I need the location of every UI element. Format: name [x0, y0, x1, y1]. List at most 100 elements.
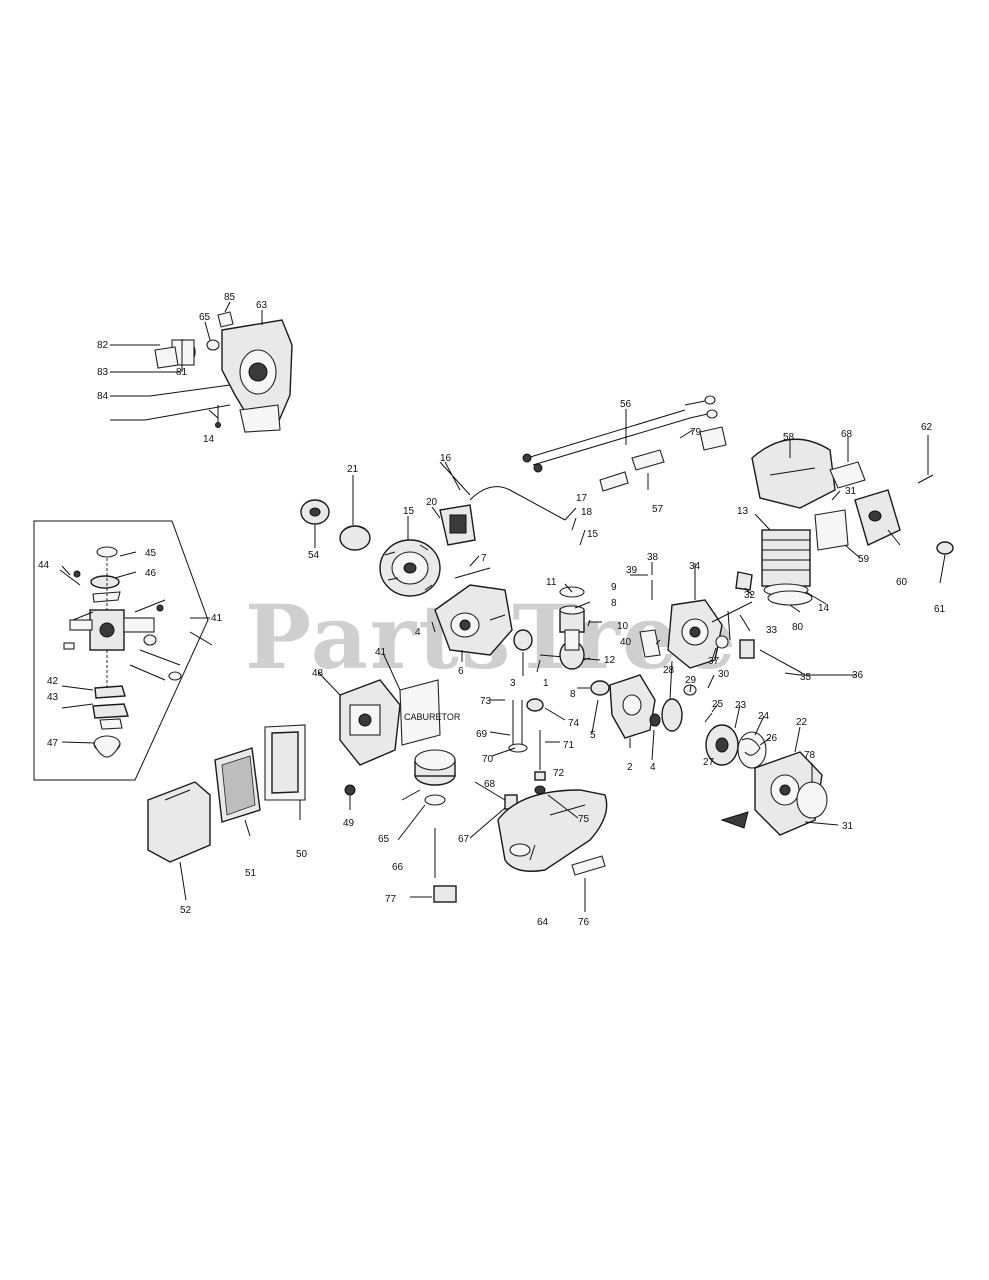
callout-16: 16 — [440, 453, 452, 464]
air-filter-cover — [147, 781, 211, 863]
callout-29: 29 — [685, 675, 697, 686]
callout-8-bottom: 8 — [570, 689, 576, 700]
callout-31-top: 31 — [845, 486, 857, 497]
callout-71: 71 — [563, 740, 575, 751]
crankshaft — [539, 629, 601, 670]
callout-83: 83 — [97, 367, 109, 378]
carburetor-callout: CABURETOR — [399, 679, 461, 746]
grip-sleeves — [599, 449, 665, 492]
fuel-tank — [497, 789, 608, 872]
callout-76: 76 — [578, 917, 590, 928]
callout-2: 2 — [627, 762, 633, 773]
callout-33: 33 — [766, 625, 778, 636]
callout-37: 37 — [708, 656, 720, 667]
fuel-cap — [414, 749, 456, 806]
grommet-part — [433, 885, 457, 903]
shield-part — [829, 461, 866, 489]
fuel-lines — [508, 698, 546, 795]
callout-57: 57 — [652, 504, 664, 515]
bracket-part — [739, 639, 755, 659]
callout-41-mid: 41 — [375, 647, 387, 658]
callout-44: 44 — [38, 560, 50, 571]
callout-67: 67 — [458, 834, 470, 845]
callout-62: 62 — [921, 422, 933, 433]
callout-45: 45 — [145, 548, 157, 559]
callout-31-bottom: 31 — [842, 821, 854, 832]
callout-65: 65 — [199, 312, 211, 323]
callout-28: 28 — [663, 665, 675, 676]
callout-26: 26 — [766, 733, 778, 744]
callout-22: 22 — [796, 717, 808, 728]
decal-part — [699, 426, 727, 451]
crankcase-half — [434, 567, 513, 656]
callout-9: 9 — [611, 582, 617, 593]
callout-77: 77 — [385, 894, 397, 905]
callout-63: 63 — [256, 300, 268, 311]
callout-32: 32 — [744, 590, 756, 601]
callout-4-left: 4 — [415, 627, 421, 638]
callout-75: 75 — [578, 814, 590, 825]
callout-30: 30 — [718, 669, 730, 680]
callout-72: 72 — [553, 768, 565, 779]
callout-73: 73 — [480, 696, 492, 707]
bearing-housing — [590, 674, 661, 739]
callout-59: 59 — [858, 554, 870, 565]
callout-70: 70 — [482, 754, 494, 765]
callout-41-left: 41 — [211, 613, 223, 624]
callout-39: 39 — [626, 565, 638, 576]
callout-40: 40 — [620, 637, 632, 648]
callout-20: 20 — [426, 497, 438, 508]
spark-arrestor — [936, 541, 954, 555]
callout-14-left: 14 — [203, 434, 215, 445]
callout-24: 24 — [758, 711, 770, 722]
callout-1: 1 — [543, 678, 549, 689]
air-filter-base — [339, 679, 401, 766]
cylinder — [761, 529, 811, 597]
flywheel — [379, 539, 441, 597]
tank-label — [571, 855, 606, 876]
callout-21: 21 — [347, 464, 359, 475]
wiring-harness — [522, 395, 718, 473]
callout-68: 68 — [841, 429, 853, 440]
callout-66: 66 — [392, 862, 404, 873]
callout-10: 10 — [617, 621, 629, 632]
callout-46: 46 — [145, 568, 157, 579]
callout-15-left: 15 — [403, 506, 415, 517]
callout-56: 56 — [620, 399, 632, 410]
callout-74: 74 — [568, 718, 580, 729]
muffler-gasket — [814, 509, 849, 551]
callout-14-right: 14 — [818, 603, 830, 614]
callout-25: 25 — [712, 699, 724, 710]
callout-8-top: 8 — [611, 598, 617, 609]
callout-80: 80 — [792, 622, 804, 633]
starter-decal — [796, 781, 828, 819]
callout-35: 35 — [800, 672, 812, 683]
callout-60: 60 — [896, 577, 908, 588]
leader-lines — [61, 301, 946, 912]
callout-numbers: 81 85 65 63 82 83 84 14 21 54 15 20 16 7… — [38, 292, 946, 928]
callout-58: 58 — [783, 432, 795, 443]
callout-3: 3 — [510, 678, 516, 689]
callout-52: 52 — [180, 905, 192, 916]
crankcase-assembly — [667, 599, 729, 669]
callout-85: 85 — [224, 292, 236, 303]
callout-36: 36 — [852, 670, 864, 681]
callout-43: 43 — [47, 692, 59, 703]
callout-7: 7 — [481, 553, 487, 564]
callout-50: 50 — [296, 849, 308, 860]
callout-81: 81 — [176, 367, 188, 378]
callout-18: 18 — [581, 507, 593, 518]
callout-78: 78 — [804, 750, 816, 761]
callout-5: 5 — [590, 730, 596, 741]
callout-48: 48 — [312, 668, 324, 679]
starter-components — [705, 724, 767, 769]
carburetor-label: CABURETOR — [404, 712, 461, 722]
callout-82: 82 — [97, 340, 109, 351]
callout-11: 11 — [546, 577, 557, 588]
callout-17: 17 — [576, 493, 588, 504]
callout-51: 51 — [245, 868, 257, 879]
engine-housing-group — [144, 311, 293, 433]
callout-42: 42 — [47, 676, 59, 687]
callout-13: 13 — [737, 506, 749, 517]
